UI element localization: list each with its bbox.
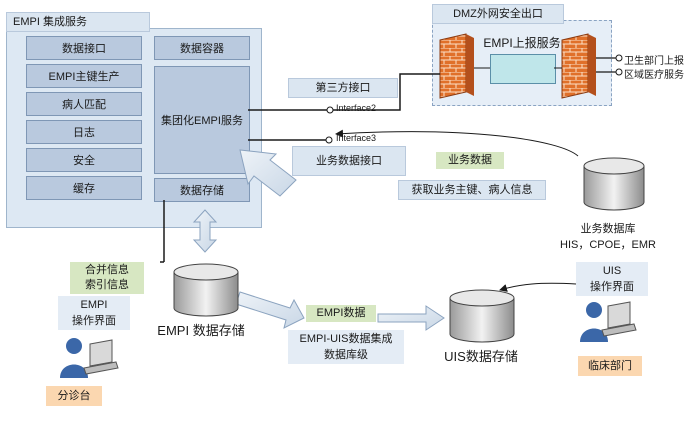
interface3-port-icon [325, 136, 333, 144]
empi-report-service [490, 54, 556, 84]
merge-info-line-1: 合并信息 [85, 264, 129, 276]
business-database-icon [583, 157, 645, 211]
business-db-systems: HIS，CPOE，EMR [560, 239, 656, 251]
uis-storage-label: UIS数据存储 [444, 349, 518, 364]
empi-data-tag: EMPI数据 [306, 305, 376, 322]
fetch-business-key-label: 获取业务主键、病人信息 [398, 180, 546, 200]
output-health-dept: 卫生部门上报 [624, 56, 684, 67]
interface2-port-icon [326, 106, 334, 114]
uis-database-icon [449, 289, 515, 343]
integration-line-1: EMPI-UIS数据集成 [299, 333, 393, 345]
merge-info-line-2: 索引信息 [85, 279, 129, 291]
empi-ui-label: EMPI 操作界面 [58, 296, 130, 330]
business-to-service-arrow-icon [239, 149, 297, 197]
uis-ui-line-1: UIS [602, 265, 622, 277]
empi-ui-line-1: EMPI [80, 299, 108, 311]
module-cache: 缓存 [26, 176, 142, 200]
module-log: 日志 [26, 120, 142, 144]
module-security: 安全 [26, 148, 142, 172]
empi-database-icon [173, 263, 239, 317]
module-patient-match: 病人匹配 [26, 92, 142, 116]
data-container: 数据容器 [154, 36, 250, 60]
module-primary-key: EMPI主键生产 [26, 64, 142, 88]
output-port-icon [615, 54, 623, 62]
module-data-interface: 数据接口 [26, 36, 142, 60]
uis-storage-arrow-icon [377, 305, 445, 331]
firewall-right-icon [561, 33, 596, 99]
uis-ui-label: UIS 操作界面 [576, 262, 648, 296]
empi-storage-label: EMPI 数据存储 [157, 323, 245, 338]
firewall-left-icon [439, 33, 474, 99]
integration-line-2: 数据库级 [324, 349, 368, 361]
uis-ui-line-2: 操作界面 [590, 281, 634, 293]
third-party-interface-label: 第三方接口 [288, 78, 398, 98]
empi-storage-arrow-icon [235, 291, 305, 329]
output-port-icon [615, 68, 623, 76]
uis-operator-icon [580, 301, 637, 342]
empi-report-service-label: EMPI上报服务 [483, 36, 561, 50]
merge-info-label: 合并信息 索引信息 [70, 262, 144, 294]
interface2-label: Interface2 [336, 103, 377, 113]
business-db-name: 业务数据库 [580, 223, 636, 235]
interface3-label: Interface3 [336, 133, 377, 143]
output-regional-medical: 区域医疗服务 [624, 70, 684, 81]
empi-ui-line-2: 操作界面 [72, 315, 116, 327]
clinical-dept: 临床部门 [578, 356, 642, 376]
triage-desk: 分诊台 [46, 386, 102, 406]
business-data-tag: 业务数据 [436, 152, 504, 169]
empi-service-title: EMPI 集成服务 [6, 12, 150, 32]
empi-uis-integration-label: EMPI-UIS数据集成 数据库级 [288, 330, 404, 364]
group-empi-service: 集团化EMPI服务 [154, 66, 250, 174]
empi-operator-icon [60, 338, 119, 378]
data-storage-module: 数据存储 [154, 178, 250, 202]
dmz-title: DMZ外网安全出口 [432, 4, 564, 24]
storage-double-arrow-icon [192, 209, 218, 253]
business-data-interface-label: 业务数据接口 [292, 146, 406, 176]
